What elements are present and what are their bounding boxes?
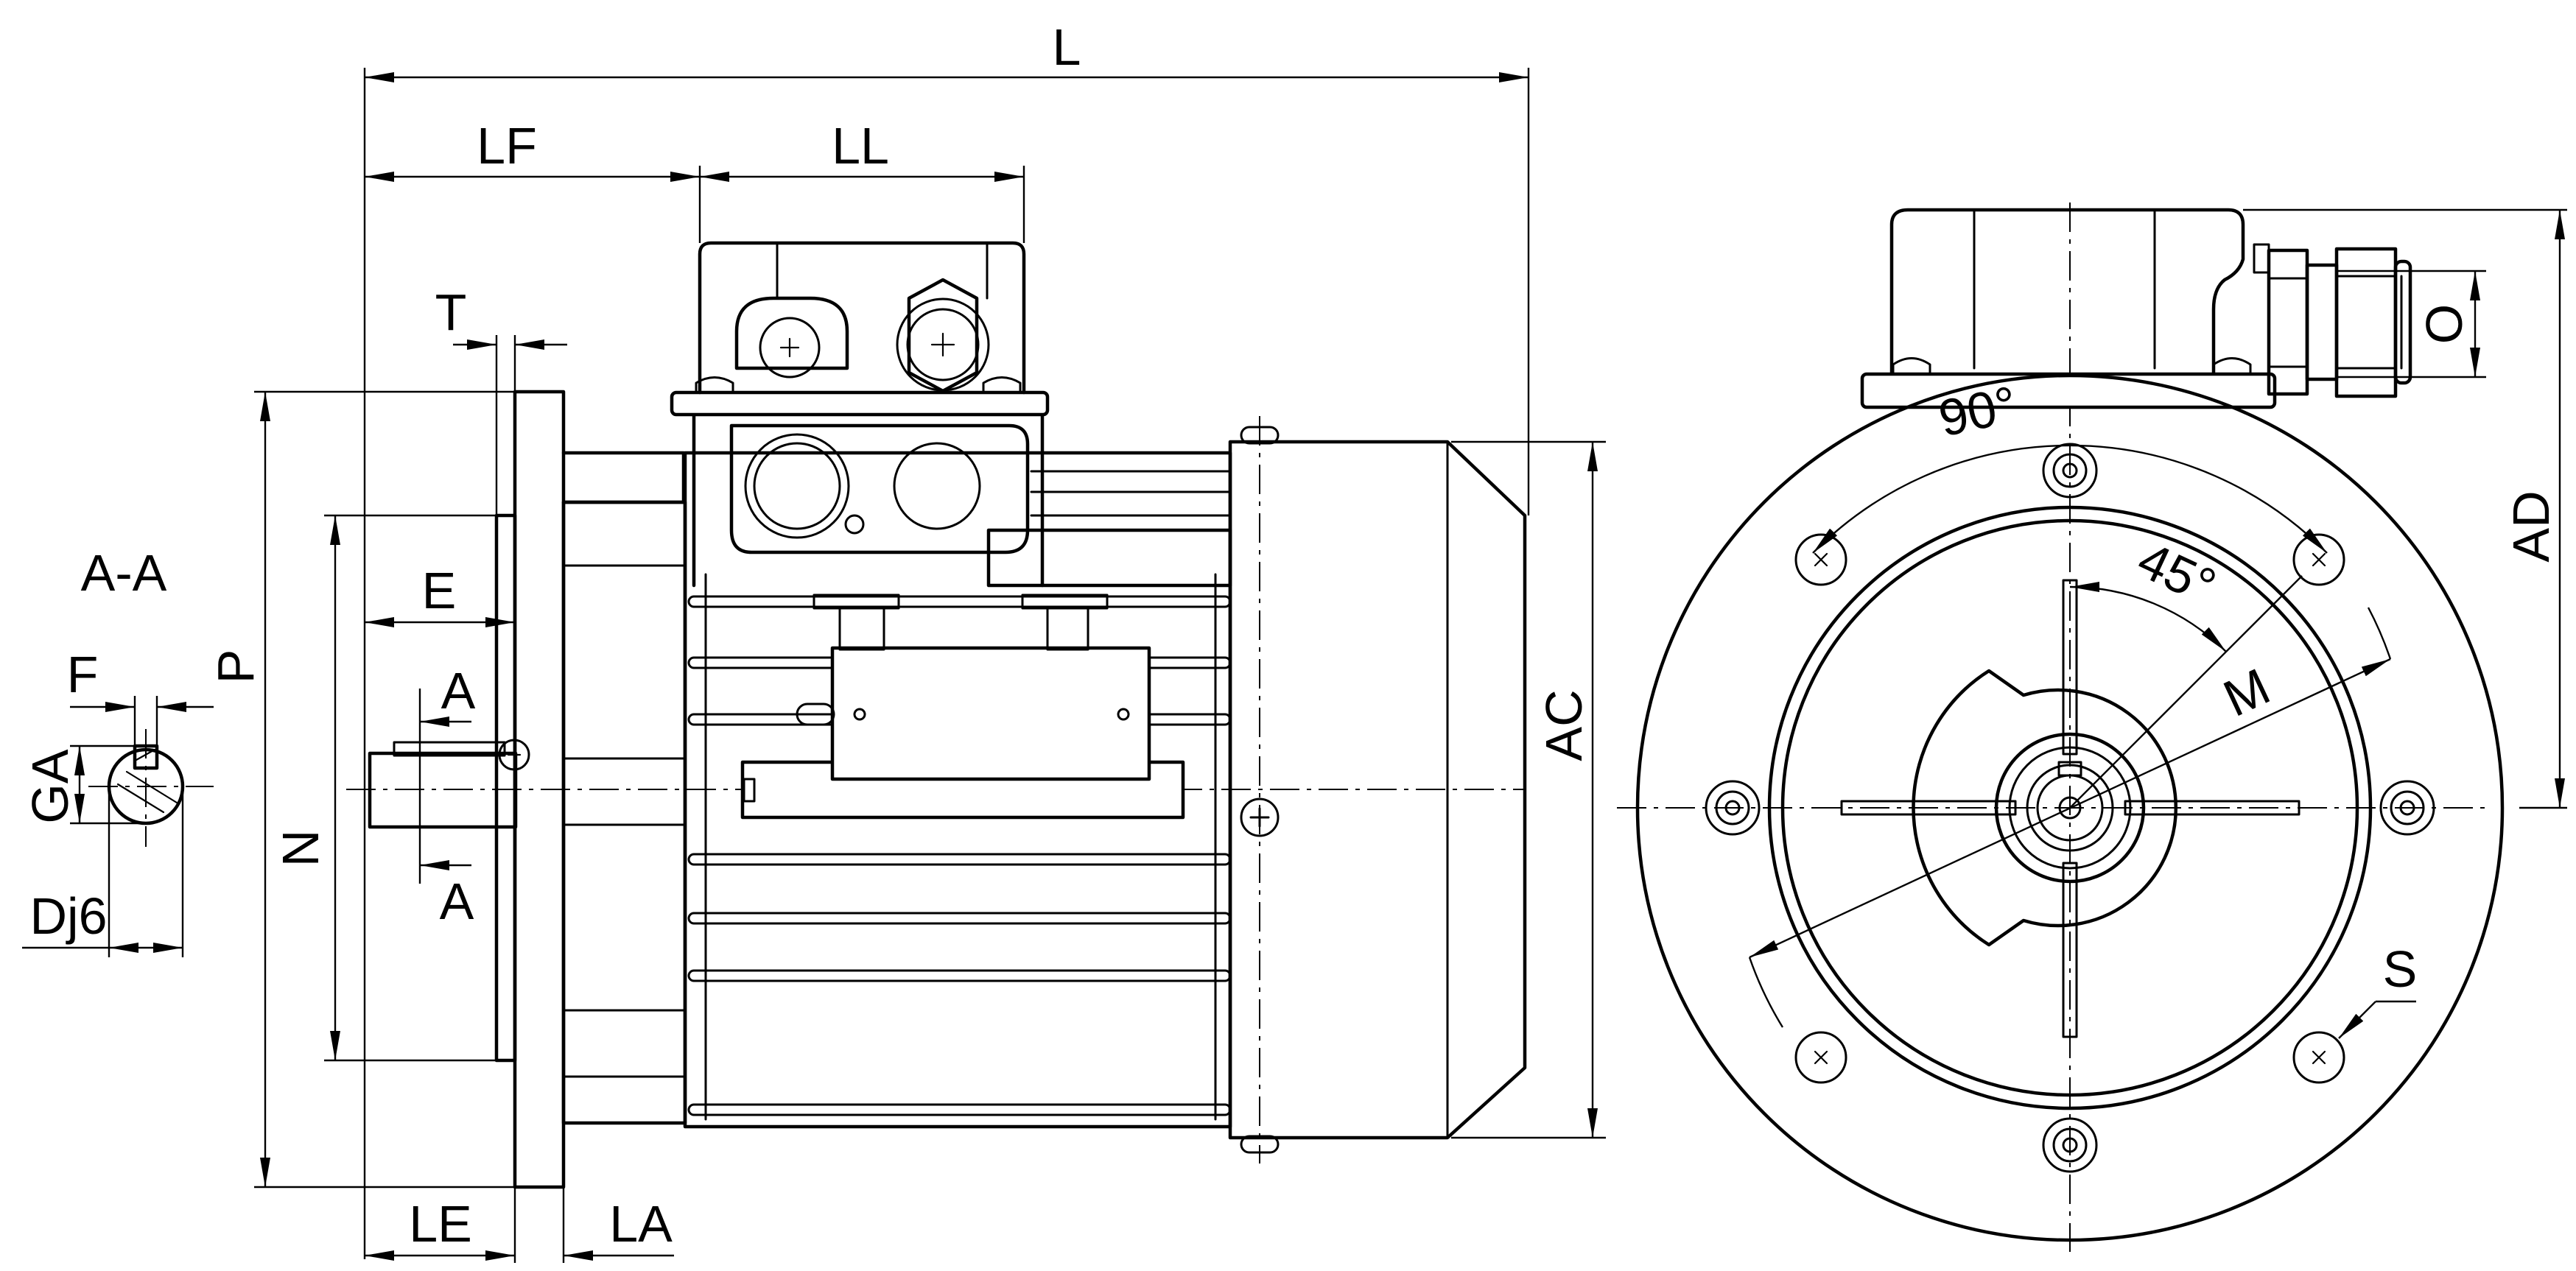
label-LE: LE <box>409 1195 472 1253</box>
label-E: E <box>422 562 457 619</box>
label-LA: LA <box>609 1195 673 1253</box>
dim-45-deg: 45° <box>2069 531 2303 809</box>
side-view: L LF LL T P <box>207 18 1606 1263</box>
dim-S: S <box>2338 940 2418 1039</box>
label-Dj6: Dj6 <box>29 887 107 945</box>
label-O: O <box>2415 304 2473 344</box>
label-L: L <box>1053 18 1081 76</box>
dim-T: T <box>435 284 567 515</box>
section-mark-A: A A <box>418 662 476 930</box>
label-GA: GA <box>21 749 79 823</box>
nameplate <box>740 594 1185 820</box>
label-M: M <box>2215 658 2278 728</box>
dim-LL: LL <box>700 117 1025 243</box>
label-AD: AD <box>2502 490 2560 562</box>
label-section-AA: A-A <box>81 544 167 602</box>
dim-LE-LA: LE LA <box>365 1187 674 1263</box>
motor-body <box>683 451 1232 1129</box>
label-N: N <box>272 830 329 867</box>
label-P: P <box>207 649 264 684</box>
front-view: 90° 45° M S AD <box>1617 203 2567 1252</box>
label-T: T <box>435 284 467 341</box>
fan-cover <box>1228 416 1527 1163</box>
shaft <box>368 739 530 829</box>
dim-AD: AD <box>2243 208 2567 809</box>
terminal-box <box>670 241 1232 588</box>
dim-O: O <box>2337 270 2486 379</box>
label-S: S <box>2383 940 2418 998</box>
label-LF: LF <box>477 117 537 175</box>
label-AC: AC <box>1535 689 1593 761</box>
tapped-holes <box>1705 443 2435 1173</box>
label-section-A-bottom: A <box>440 873 474 930</box>
dim-LF: LF <box>365 117 701 243</box>
front-terminal-box <box>1860 208 2412 409</box>
label-LL: LL <box>832 117 889 175</box>
dim-AC: AC <box>1451 440 1606 1139</box>
label-section-A-top: A <box>441 662 476 719</box>
dim-E: E <box>365 562 515 627</box>
dim-P: P <box>207 390 515 1189</box>
end-shield <box>561 451 687 1125</box>
dim-N: N <box>272 514 496 1062</box>
cable-gland <box>2253 243 2412 398</box>
shaft-section-AA: A-A F GA Dj6 <box>21 544 214 957</box>
flange-outer <box>1635 373 2505 1242</box>
label-F: F <box>67 646 99 703</box>
dim-L: L <box>363 18 1530 1259</box>
